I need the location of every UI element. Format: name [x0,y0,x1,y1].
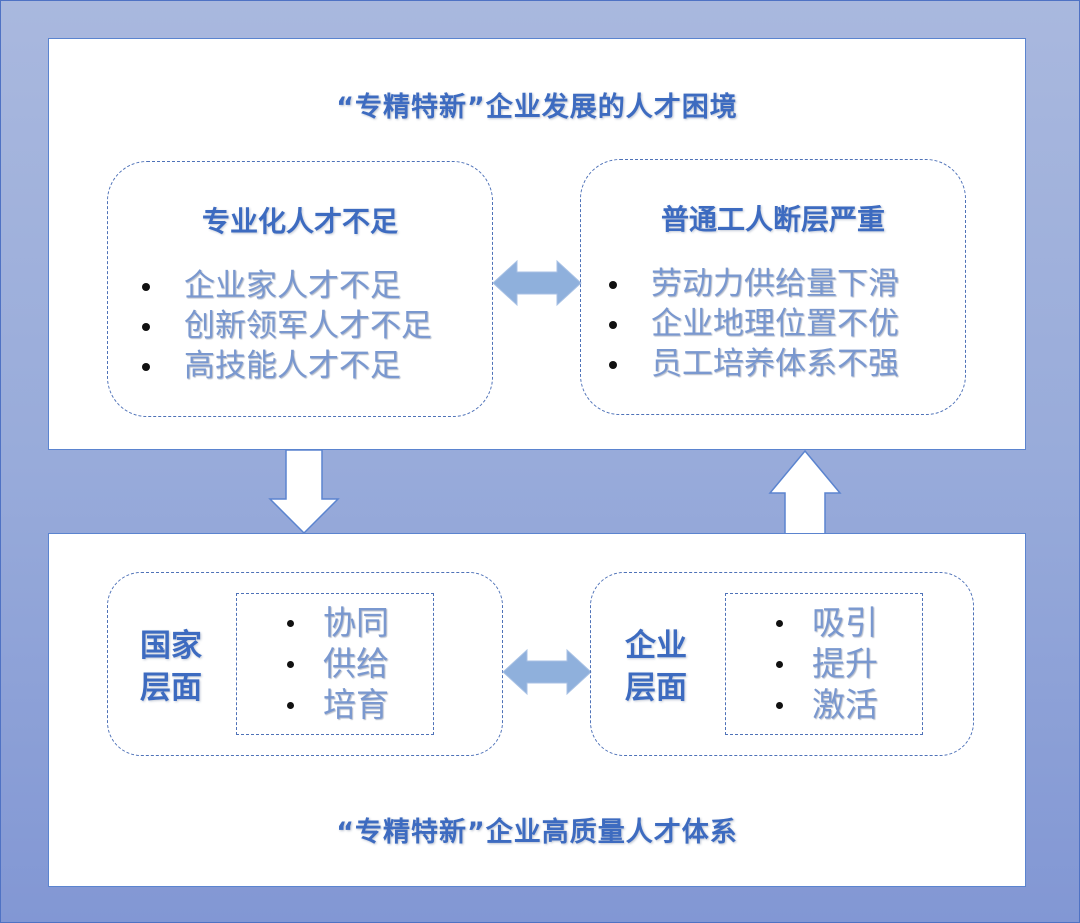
list-item: 吸引 [776,602,878,643]
list-item-text: 高技能人才不足 [184,348,401,384]
bullet-icon [609,361,617,369]
talent-dilemma-panel: “专精特新”企业发展的人才困境 专业化人才不足 企业家人才不足 创新领军人才不足… [48,38,1026,450]
list-item-text: 供给 [323,644,389,683]
worker-gap-list: 劳动力供给量下滑 企业地理位置不优 员工培养体系不强 [609,264,899,384]
double-arrow-icon [502,648,592,696]
list-item: 激活 [776,684,878,725]
enterprise-measures-box: 吸引 提升 激活 [725,593,923,735]
up-arrow-icon [768,449,842,535]
list-item: 企业家人才不足 [142,266,432,306]
bullet-icon [287,702,294,709]
list-item-text: 培育 [323,685,389,724]
list-item: 培育 [287,684,389,725]
list-item: 创新领军人才不足 [142,306,432,346]
specialized-talent-heading: 专业化人才不足 [201,205,398,238]
bullet-icon [142,363,150,371]
list-item-text: 劳动力供给量下滑 [651,266,899,302]
bullet-icon [776,702,783,709]
list-item-text: 提升 [812,644,878,683]
national-level-box: 国家 层面 协同 供给 培育 [107,572,503,756]
bullet-icon [287,661,294,668]
bullet-icon [776,620,783,627]
bullet-icon [776,661,783,668]
worker-gap-box: 普通工人断层严重 劳动力供给量下滑 企业地理位置不优 员工培养体系不强 [580,159,966,415]
enterprise-measures-list: 吸引 提升 激活 [776,602,878,725]
specialized-talent-list: 企业家人才不足 创新领军人才不足 高技能人才不足 [142,266,432,386]
talent-dilemma-title: “专精特新”企业发展的人才困境 [336,92,738,123]
heading-line: 国家 [140,628,202,664]
list-item-text: 企业家人才不足 [184,268,401,304]
talent-system-panel: 国家 层面 协同 供给 培育 企业 层面 吸引 提升 激活 “专精特新”企业高质… [48,533,1026,887]
double-arrow-icon [492,259,582,307]
enterprise-level-box: 企业 层面 吸引 提升 激活 [590,572,974,756]
bullet-icon [142,323,150,331]
heading-line: 企业 [625,628,687,664]
enterprise-level-heading: 企业 层面 [621,625,691,709]
talent-system-title: “专精特新”企业高质量人才体系 [336,817,738,848]
national-measures-list: 协同 供给 培育 [287,602,389,725]
national-level-heading: 国家 层面 [136,625,206,709]
list-item: 企业地理位置不优 [609,304,899,344]
bullet-icon [609,321,617,329]
bullet-icon [287,620,294,627]
list-item: 提升 [776,643,878,684]
list-item-text: 创新领军人才不足 [184,308,432,344]
list-item: 劳动力供给量下滑 [609,264,899,304]
heading-line: 层面 [140,670,202,706]
list-item-text: 协同 [323,603,389,642]
list-item: 员工培养体系不强 [609,344,899,384]
list-item-text: 激活 [812,685,878,724]
list-item-text: 吸引 [812,603,878,642]
list-item: 供给 [287,643,389,684]
list-item: 协同 [287,602,389,643]
list-item-text: 员工培养体系不强 [651,346,899,382]
bullet-icon [609,281,617,289]
list-item: 高技能人才不足 [142,346,432,386]
list-item-text: 企业地理位置不优 [651,306,899,342]
national-measures-box: 协同 供给 培育 [236,593,434,735]
bullet-icon [142,283,150,291]
specialized-talent-shortage-box: 专业化人才不足 企业家人才不足 创新领军人才不足 高技能人才不足 [107,161,493,417]
heading-line: 层面 [625,670,687,706]
down-arrow-icon [268,449,340,535]
worker-gap-heading: 普通工人断层严重 [660,203,885,236]
